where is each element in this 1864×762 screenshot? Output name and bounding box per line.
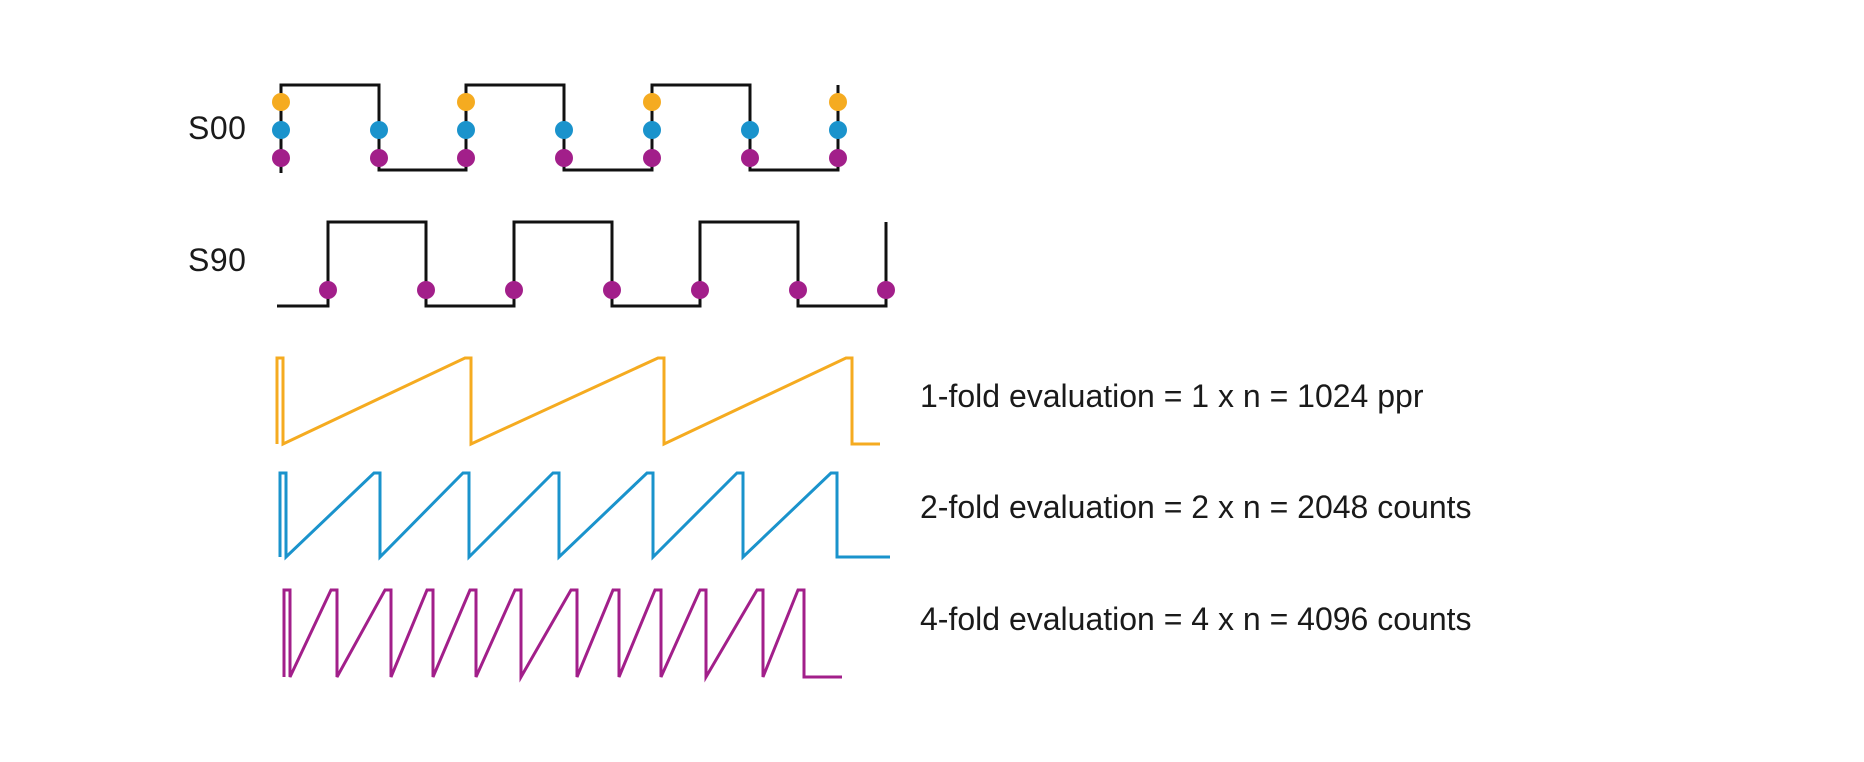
s00-signal xyxy=(272,83,847,173)
twofold-evaluation-label: 2-fold evaluation = 2 x n = 2048 counts xyxy=(920,489,1472,525)
s90-fourfold-marker xyxy=(319,281,337,299)
onefold-pulse-train xyxy=(275,356,880,447)
s90-fourfold-marker xyxy=(417,281,435,299)
twofold-pulses xyxy=(278,471,890,561)
s00-twofold-marker xyxy=(741,121,759,139)
s90-fourfold-marker xyxy=(691,281,709,299)
s00-fourfold-marker xyxy=(643,149,661,167)
s90-fourfold-marker xyxy=(603,281,621,299)
s00-onefold-marker xyxy=(457,93,475,111)
s00-fourfold-marker xyxy=(555,149,573,167)
s90-waveform xyxy=(277,220,888,308)
s00-fourfold-marker xyxy=(829,149,847,167)
s90-signal xyxy=(277,220,895,308)
fourfold-pulse-train xyxy=(282,588,842,683)
fourfold-evaluation-label: 4-fold evaluation = 4 x n = 4096 counts xyxy=(920,601,1472,637)
s00-twofold-marker xyxy=(555,121,573,139)
s00-twofold-marker xyxy=(829,121,847,139)
twofold-pulse-train xyxy=(278,471,890,561)
s00-label: S00 xyxy=(188,110,247,146)
s90-fourfold-marker xyxy=(789,281,807,299)
s00-fourfold-marker xyxy=(741,149,759,167)
s00-fourfold-marker xyxy=(457,149,475,167)
s90-label: S90 xyxy=(188,242,247,278)
s00-fourfold-marker xyxy=(272,149,290,167)
s00-twofold-marker xyxy=(370,121,388,139)
s00-onefold-marker xyxy=(829,93,847,111)
s00-onefold-marker xyxy=(272,93,290,111)
fourfold-pulses xyxy=(282,588,842,683)
s90-fourfold-marker xyxy=(505,281,523,299)
s00-fourfold-marker xyxy=(370,149,388,167)
s00-twofold-marker xyxy=(643,121,661,139)
s90-fourfold-marker xyxy=(877,281,895,299)
s00-onefold-marker xyxy=(643,93,661,111)
onefold-evaluation-label: 1-fold evaluation = 1 x n = 1024 ppr xyxy=(920,378,1424,414)
onefold-pulses xyxy=(275,356,880,447)
s00-twofold-marker xyxy=(457,121,475,139)
s00-twofold-marker xyxy=(272,121,290,139)
